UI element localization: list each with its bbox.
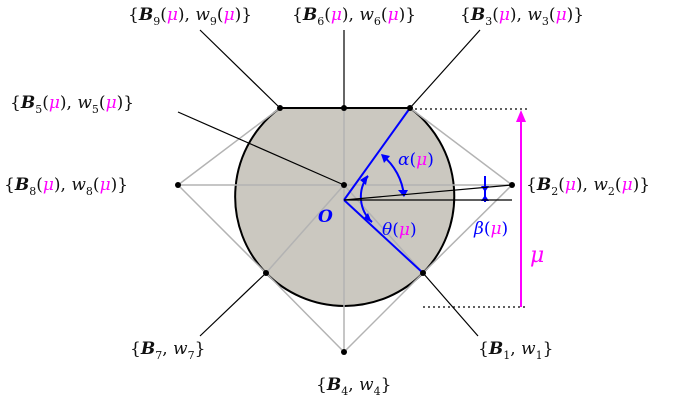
label-b6: {B6(μ), w6(μ)} [292, 5, 416, 28]
label-b8: {B8(μ), w8(μ)} [4, 175, 128, 198]
theta-label: θ(μ) [382, 220, 417, 240]
label-b7: {B7, w7} [130, 339, 205, 362]
origin-label: O [318, 207, 333, 227]
beta-label: β(μ) [473, 219, 508, 239]
control-points [175, 105, 515, 355]
point-b7 [263, 270, 269, 276]
reference-lines [343, 184, 513, 201]
point-b4 [341, 349, 347, 355]
mu-label: μ [530, 243, 544, 268]
point-b5 [341, 182, 347, 188]
label-b3: {B3(μ), w3(μ)} [460, 5, 584, 28]
alpha-label: α(μ) [398, 150, 434, 170]
label-b2: {B2(μ), w2(μ)} [526, 175, 650, 198]
mu-dimension-arrow [516, 110, 526, 307]
label-b1: {B1, w1} [478, 339, 553, 362]
leader-lines [177, 29, 481, 337]
point-b3 [407, 105, 413, 111]
label-b4: {B4, w4} [316, 375, 391, 398]
point-b6 [341, 105, 347, 111]
point-b9 [277, 105, 283, 111]
point-b2 [509, 182, 515, 188]
label-b5: {B5(μ), w5(μ)} [10, 93, 134, 116]
point-b8 [175, 182, 181, 188]
point-b1 [420, 270, 426, 276]
label-b9: {B9(μ), w9(μ)} [128, 5, 252, 28]
